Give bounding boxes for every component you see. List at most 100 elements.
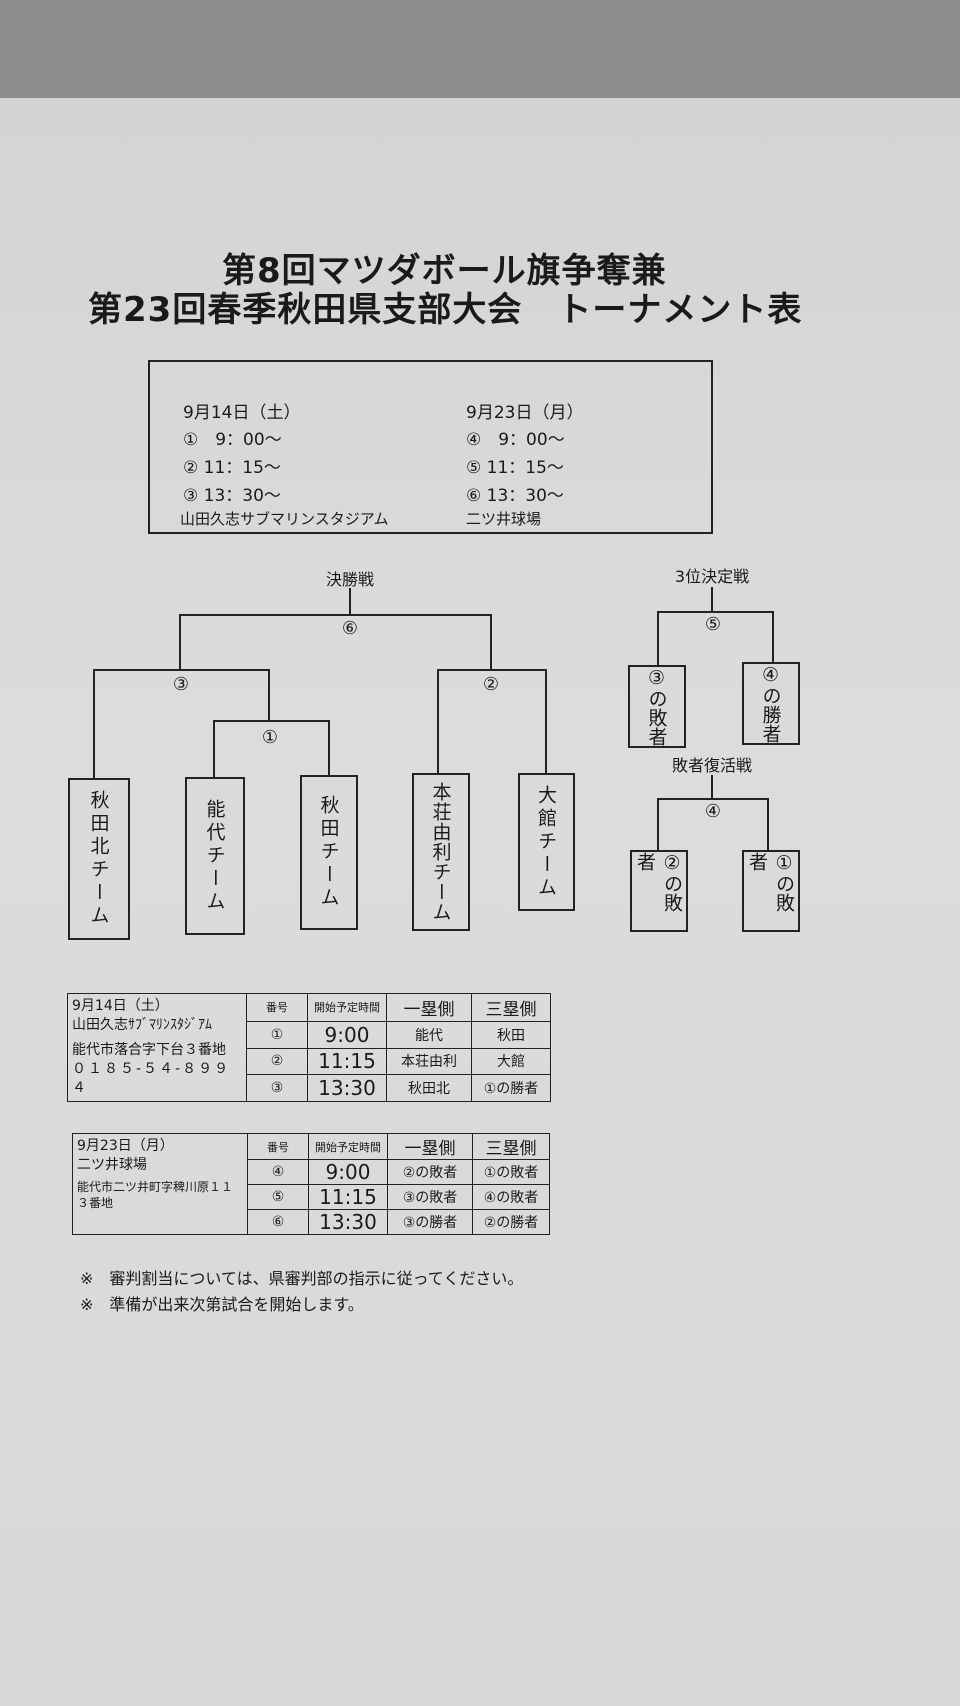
table-venue: 山田久志ｻﾌﾞﾏﾘﾝｽﾀｼﾞｱﾑ <box>72 1017 212 1033</box>
bracket-line <box>179 614 181 670</box>
bracket-line <box>349 588 351 615</box>
bracket-line <box>657 611 774 613</box>
cell-number: ⑤ <box>247 1184 309 1210</box>
table-venue: 二ツ井球場 <box>77 1157 147 1173</box>
day2-venue: 二ツ井球場 <box>466 510 542 528</box>
cell-third-base: ②の勝者 <box>472 1209 550 1235</box>
title-line-1: 第8回マツダボール旗争奪兼 <box>222 251 667 291</box>
team-akita-kita: 秋田北チーム <box>68 778 130 940</box>
cell-time: 11:15 <box>308 1184 388 1210</box>
repechage-slot: ②の敗者 <box>630 850 688 932</box>
cell-third-base: 大館 <box>471 1047 551 1076</box>
cell-first-base: ③の敗者 <box>387 1184 473 1210</box>
header-start-time: 開始予定時間 <box>308 1133 388 1160</box>
title-line-2: 第23回春季秋田県支部大会 トーナメント表 <box>88 290 803 330</box>
cell-first-base: 能代 <box>386 1020 472 1049</box>
final-match-number: ⑥ <box>341 618 359 639</box>
repechage-number: ④ <box>704 801 722 822</box>
bracket-line <box>711 587 713 612</box>
first-match-number: ① <box>261 727 279 748</box>
team-honjo-yuri: 本荘由利チーム <box>412 773 470 931</box>
third-place-label: 3位決定戦 <box>674 567 750 586</box>
day1-date: 9月14日（土） <box>183 403 301 423</box>
cell-time: 13:30 <box>308 1209 388 1235</box>
cell-first-base: 本荘由利 <box>386 1047 472 1076</box>
bracket-line <box>657 798 769 800</box>
day1-slot: ① 9：00～ <box>183 430 282 450</box>
cell-third-base: ①の敗者 <box>472 1159 550 1185</box>
day1-slot: ② 11：15～ <box>183 458 281 478</box>
table-address: 能代市落合字下台３番地 <box>72 1042 226 1058</box>
day2-slot: ④ 9：00～ <box>466 430 565 450</box>
bracket-line <box>93 669 95 779</box>
cell-number: ⑥ <box>247 1209 309 1235</box>
cell-third-base: ④の敗者 <box>472 1184 550 1210</box>
cell-first-base: 秋田北 <box>386 1074 472 1102</box>
third-place-slot: ③の敗者 <box>628 665 686 748</box>
repechage-label: 敗者復活戦 <box>671 756 753 775</box>
bracket-line <box>545 669 547 774</box>
bracket-line <box>93 669 270 671</box>
day2-venue-cell: 9月23日（月） 二ツ井球場 能代市二ツ井町字稗川原１１３番地 <box>72 1133 248 1235</box>
cell-time: 13:30 <box>307 1074 387 1102</box>
cell-number: ② <box>246 1047 308 1076</box>
table-date: 9月14日（土） <box>72 998 169 1014</box>
semi-right-number: ② <box>482 674 500 695</box>
schedule-table-day1: 9月14日（土） 山田久志ｻﾌﾞﾏﾘﾝｽﾀｼﾞｱﾑ 能代市落合字下台３番地 ０１… <box>67 993 551 1102</box>
schedule-box <box>148 360 713 534</box>
day2-date: 9月23日（月） <box>466 403 584 423</box>
table-phone: ０１８５-５４-８９９４ <box>72 1061 231 1096</box>
table-address: 能代市二ツ井町字稗川原１１３番地 <box>77 1180 234 1210</box>
bracket-line <box>772 611 774 663</box>
day1-venue-cell: 9月14日（土） 山田久志ｻﾌﾞﾏﾘﾝｽﾀｼﾞｱﾑ 能代市落合字下台３番地 ０１… <box>67 993 247 1102</box>
day2-slot: ⑤ 11：15～ <box>466 458 564 478</box>
header-number: 番号 <box>247 1133 309 1160</box>
header-third-base: 三塁側 <box>471 993 551 1022</box>
cell-number: ③ <box>246 1074 308 1102</box>
bracket-line <box>657 798 659 851</box>
bracket-line <box>180 614 492 616</box>
cell-time: 9:00 <box>308 1159 388 1185</box>
third-place-slot: ④の勝者 <box>742 662 800 745</box>
cell-time: 9:00 <box>307 1020 387 1049</box>
note: ※ 準備が出来次第試合を開始します。 <box>80 1295 364 1314</box>
bracket-line <box>490 614 492 670</box>
bracket-line <box>437 669 439 774</box>
final-label: 決勝戦 <box>325 570 375 589</box>
header-start-time: 開始予定時間 <box>307 993 387 1022</box>
cell-time: 11:15 <box>307 1047 387 1076</box>
bracket-line <box>328 720 330 776</box>
day1-slot: ③ 13：30～ <box>183 486 281 506</box>
header-first-base: 一塁側 <box>386 993 472 1022</box>
bracket-line <box>437 669 547 671</box>
team-odate: 大館チーム <box>518 773 575 911</box>
header-third-base: 三塁側 <box>472 1133 550 1160</box>
cell-number: ① <box>246 1020 308 1049</box>
day2-slot: ⑥ 13：30～ <box>466 486 564 506</box>
bracket-line <box>268 669 270 721</box>
bracket-line <box>711 775 713 799</box>
header-number: 番号 <box>246 993 308 1022</box>
third-place-number: ⑤ <box>704 614 722 635</box>
bracket-line <box>213 720 330 722</box>
bracket-line <box>213 720 215 778</box>
schedule-table-day2: 9月23日（月） 二ツ井球場 能代市二ツ井町字稗川原１１３番地 番号 開始予定時… <box>72 1133 550 1235</box>
cell-third-base: 秋田 <box>471 1020 551 1049</box>
cell-third-base: ①の勝者 <box>471 1074 551 1102</box>
paper-sheet <box>0 98 960 1706</box>
team-akita: 秋田チーム <box>300 775 358 930</box>
table-date: 9月23日（月） <box>77 1138 174 1154</box>
cell-number: ④ <box>247 1159 309 1185</box>
team-noshiro: 能代チーム <box>185 777 245 935</box>
bracket-line <box>657 611 659 665</box>
repechage-slot: ①の敗者 <box>742 850 800 932</box>
cell-first-base: ③の勝者 <box>387 1209 473 1235</box>
day1-venue: 山田久志サブマリンスタジアム <box>180 510 389 528</box>
note: ※ 審判割当については、県審判部の指示に従ってください。 <box>80 1269 524 1288</box>
header-first-base: 一塁側 <box>387 1133 473 1160</box>
cell-first-base: ②の敗者 <box>387 1159 473 1185</box>
semi-left-number: ③ <box>172 674 190 695</box>
